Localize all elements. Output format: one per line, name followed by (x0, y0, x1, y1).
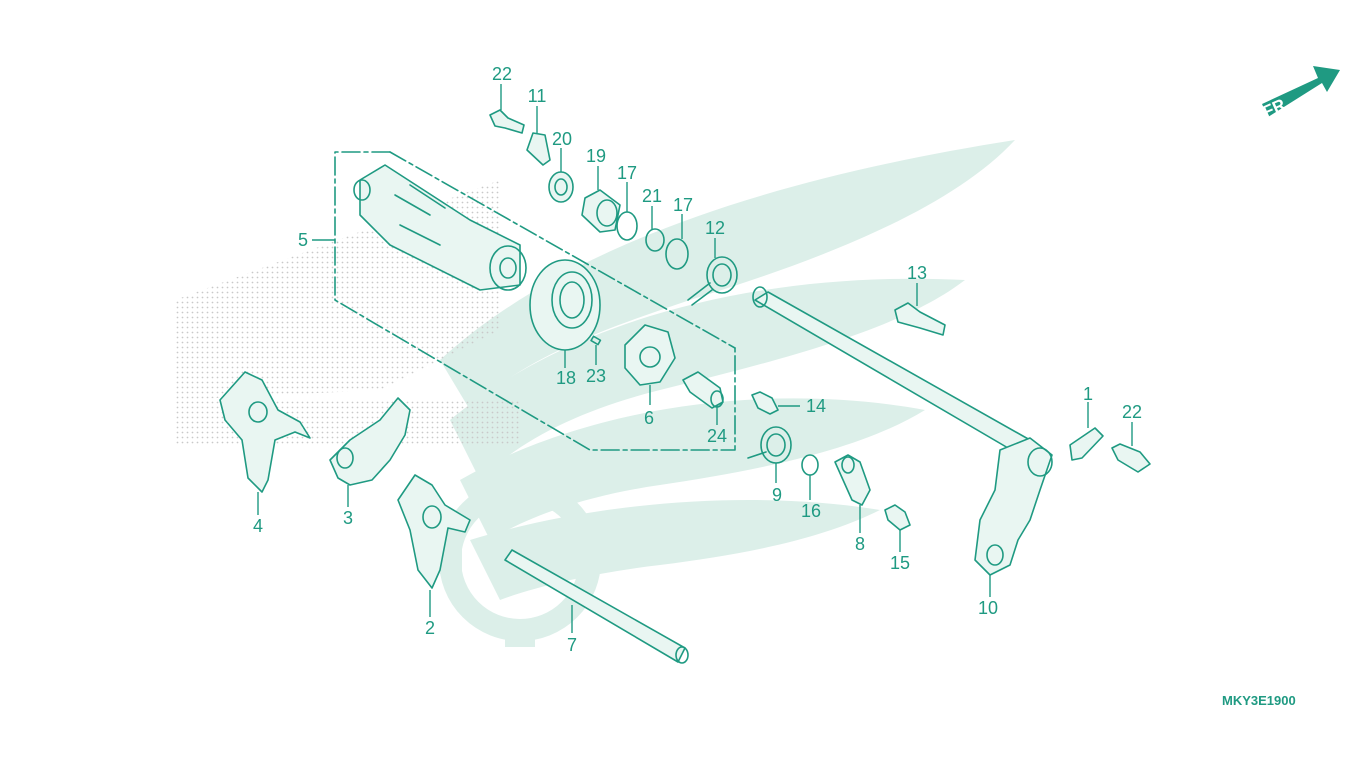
callout-12: 12 (705, 218, 725, 238)
callout-9: 9 (772, 485, 782, 505)
callout-11: 11 (528, 86, 547, 106)
pin (590, 335, 602, 346)
callout-23: 23 (586, 366, 606, 386)
shift-fork-4 (219, 371, 311, 493)
callout-21: 21 (642, 186, 662, 206)
pin-bolt-13 (894, 302, 946, 336)
callout-22-b: 22 (1122, 402, 1142, 422)
shift-drum (353, 164, 527, 291)
fork-shaft (504, 549, 689, 664)
callout-2: 2 (425, 618, 435, 638)
callout-20: 20 (552, 129, 572, 149)
stopper-arm (834, 454, 871, 506)
callout-15: 15 (890, 553, 910, 573)
callout-4: 4 (253, 516, 263, 536)
callout-16: 16 (801, 501, 821, 521)
callout-3: 3 (343, 508, 353, 528)
callout-1: 1 (1083, 384, 1093, 404)
flange-bolt-top (489, 109, 525, 134)
washer-17-b (665, 238, 689, 270)
callout-8: 8 (855, 534, 865, 554)
shift-fork-3 (329, 397, 411, 486)
bearing (529, 259, 601, 351)
callout-19: 19 (586, 146, 606, 166)
leader-lines (257, 84, 1133, 633)
shift-drum-center (624, 324, 676, 386)
callout-14: 14 (806, 396, 826, 416)
watermark-wing-logo (439, 140, 1015, 647)
bolt-14 (751, 391, 779, 415)
spindle-arm-plate (974, 437, 1053, 576)
return-spring-12 (687, 256, 738, 306)
callout-13: 13 (907, 263, 927, 283)
callout-7: 7 (567, 635, 577, 655)
shift-fork-2 (397, 474, 471, 589)
assembly-bracket (334, 151, 736, 451)
callout-labels: 1 2 3 4 5 6 7 8 9 10 11 12 13 14 15 16 1… (253, 64, 1142, 655)
callout-6: 6 (644, 408, 654, 428)
circlip (645, 228, 665, 252)
stopper-plate (526, 132, 551, 166)
needle-bearing (581, 189, 621, 233)
washer-20 (548, 171, 574, 203)
callout-24: 24 (707, 426, 727, 446)
washer-17-a (616, 211, 638, 241)
callout-17-a: 17 (617, 163, 637, 183)
flange-bolt-right (1111, 443, 1151, 473)
callout-17-b: 17 (673, 195, 693, 215)
plate-1 (1069, 427, 1104, 461)
front-direction-arrow: FR. (1260, 66, 1340, 122)
bolt-15 (884, 504, 911, 531)
callout-18: 18 (556, 368, 576, 388)
socket-bolt (682, 371, 724, 409)
callout-5: 5 (298, 230, 308, 250)
callout-10: 10 (978, 598, 998, 618)
callout-22-a: 22 (492, 64, 512, 84)
diagram-code: MKY3E1900 (1222, 693, 1296, 708)
washer-16 (801, 454, 819, 476)
